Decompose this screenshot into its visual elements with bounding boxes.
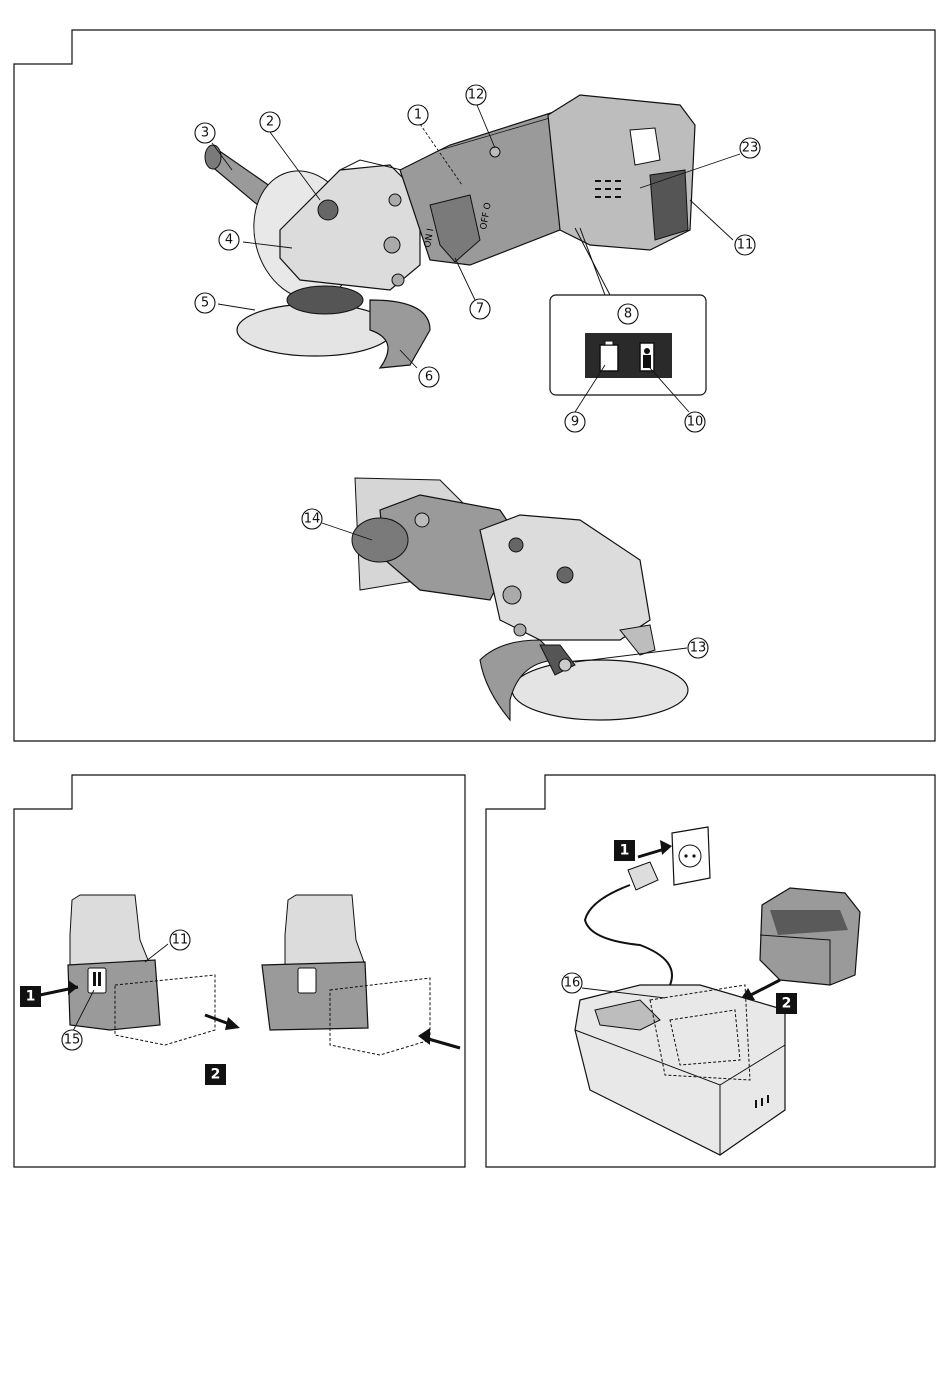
svg-text:15: 15 bbox=[64, 1033, 81, 1048]
callout-11: 11 bbox=[735, 235, 755, 255]
svg-text:7: 7 bbox=[476, 302, 484, 317]
svg-text:2: 2 bbox=[782, 996, 792, 1012]
svg-text:1: 1 bbox=[620, 843, 630, 859]
callout-2: 2 bbox=[260, 112, 280, 132]
callout-3: 3 bbox=[195, 123, 215, 143]
svg-text:2: 2 bbox=[266, 115, 274, 130]
battery-removal-left bbox=[40, 895, 240, 1045]
callout-10: 10 bbox=[685, 412, 705, 432]
callout-6: 6 bbox=[419, 367, 439, 387]
step-badge-1-charger: 1 bbox=[614, 840, 635, 861]
step-badge-2-charger: 2 bbox=[776, 993, 797, 1014]
svg-text:1: 1 bbox=[414, 108, 422, 123]
battery-empty-icon bbox=[600, 345, 618, 371]
svg-text:12: 12 bbox=[468, 88, 485, 103]
svg-text:6: 6 bbox=[425, 370, 433, 385]
svg-text:2: 2 bbox=[211, 1067, 221, 1083]
callout-14: 14 bbox=[302, 509, 322, 529]
svg-text:11: 11 bbox=[737, 238, 754, 253]
battery-insert-right bbox=[262, 895, 460, 1055]
step-badge-1: 1 bbox=[20, 986, 41, 1007]
charger-illustration bbox=[575, 827, 860, 1155]
callout-5: 5 bbox=[195, 293, 215, 313]
svg-text:4: 4 bbox=[225, 233, 233, 248]
svg-text:11: 11 bbox=[172, 933, 189, 948]
svg-text:1: 1 bbox=[26, 989, 36, 1005]
callout-15: 15 bbox=[62, 1030, 82, 1050]
callout-4: 4 bbox=[219, 230, 239, 250]
callout-1: 1 bbox=[408, 105, 428, 125]
svg-text:13: 13 bbox=[690, 641, 707, 656]
svg-text:23: 23 bbox=[742, 141, 759, 156]
svg-text:3: 3 bbox=[201, 126, 209, 141]
svg-text:9: 9 bbox=[571, 415, 579, 430]
callout-7: 7 bbox=[470, 299, 490, 319]
callout-8: 8 bbox=[618, 304, 638, 324]
svg-text:10: 10 bbox=[687, 415, 704, 430]
callout-13: 13 bbox=[688, 638, 708, 658]
callout-11b: 11 bbox=[170, 930, 190, 950]
callout-23: 23 bbox=[740, 138, 760, 158]
svg-text:16: 16 bbox=[564, 976, 581, 991]
svg-text:14: 14 bbox=[304, 512, 321, 527]
svg-text:8: 8 bbox=[624, 307, 632, 322]
callout-12: 12 bbox=[466, 85, 486, 105]
callout-9: 9 bbox=[565, 412, 585, 432]
step-badge-2: 2 bbox=[205, 1064, 226, 1085]
grinder-side-view-illustration bbox=[352, 478, 688, 720]
callout-16: 16 bbox=[562, 973, 582, 993]
svg-text:5: 5 bbox=[201, 296, 209, 311]
